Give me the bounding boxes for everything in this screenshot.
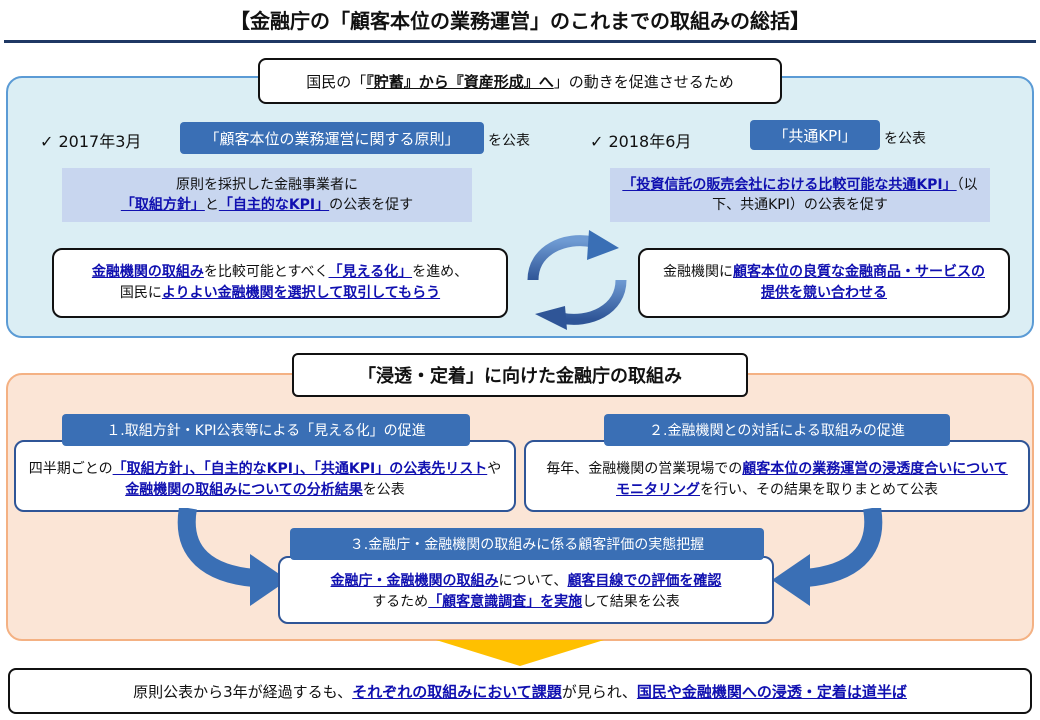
left-note-h2: 「自主的なKPI」: [218, 197, 330, 213]
cycle-left-h2: 「見える化」: [328, 264, 413, 280]
item3-h1: 金融庁・金融機関の取組み: [330, 573, 499, 589]
down-arrow-icon: [436, 640, 604, 666]
left-note-mid: と: [204, 197, 219, 213]
purpose-box: 国民の「『貯蓄』から『資産形成』へ」の動きを促進させるため: [258, 58, 782, 104]
conclusion-box: 原則公表から3年が経過するも、それぞれの取組みにおいて課題が見られ、国民や金融機…: [8, 668, 1032, 714]
right-note-h1: 「投資信託の販売会社における比較可能な共通KPI」: [622, 177, 957, 193]
item3-t2: するため: [372, 594, 429, 610]
cycle-left-t2: を進め、: [412, 264, 469, 280]
item3-label: ３.金融庁・金融機関の取組みに係る顧客評価の実態把握: [290, 528, 764, 560]
item2-label: ２.金融機関との対話による取組みの促進: [604, 414, 950, 446]
item1-t2: や: [487, 461, 502, 477]
section-title-box: 「浸透・定着」に向けた金融庁の取組み: [292, 353, 748, 397]
item1-box: 四半期ごとの「取組方針」、「自主的なKPI」、「共通KPI」の公表先リストや金融…: [14, 440, 516, 512]
purpose-post: 」の動きを促進させるため: [553, 72, 734, 91]
item2-box: 毎年、金融機関の営業現場での顧客本位の業務運営の浸透度合いについてモニタリングを…: [524, 440, 1030, 512]
conclusion-h2: 国民や金融機関への浸透・定着は道半ば: [636, 682, 907, 701]
right-note: 「投資信託の販売会社における比較可能な共通KPI」（以下、共通KPI）の公表を促…: [610, 168, 990, 222]
cycle-left-h3: よりよい金融機関を選択して取引してもらう: [161, 285, 441, 301]
item2-t1: 毎年、金融機関の営業現場での: [546, 461, 743, 477]
cycle-right-h1: 顧客本位の良質な金融商品・サービスの提供を競い合わせる: [733, 264, 985, 301]
cycle-arrows-icon: [527, 230, 627, 330]
left-note-post: の公表を促す: [329, 197, 414, 213]
item1-h2: 金融機関の取組みについての分析結果: [125, 482, 363, 498]
item1-h1: 「取組方針」、「自主的なKPI」、「共通KPI」の公表先リスト: [112, 461, 488, 477]
check-2018: ✓ 2018年6月: [590, 132, 692, 151]
left-note-h1: 「取組方針」: [120, 197, 205, 213]
cycle-left-t1: を比較可能とすべく: [203, 264, 329, 280]
item3-t3: して結果を公表: [582, 594, 680, 610]
right-curve-arrow-icon: [772, 508, 883, 606]
common-kpi-after: を公表: [884, 131, 926, 147]
common-kpi-pill: 「共通KPI」: [750, 120, 880, 150]
purpose-highlight: 『貯蓄』から『資産形成』へ: [366, 72, 554, 91]
item3-h3: 「顧客意識調査」を実施: [428, 594, 583, 610]
left-note-line1: 原則を採択した金融事業者に: [175, 177, 358, 193]
principles-after: を公表: [488, 133, 530, 149]
right-note-post: （以下、共通KPI）の公表を促す: [712, 177, 978, 213]
cycle-right-box: 金融機関に顧客本位の良質な金融商品・サービスの提供を競い合わせる: [638, 248, 1010, 318]
cycle-left-h1: 金融機関の取組み: [91, 264, 204, 280]
cycle-right-t1: 金融機関に: [663, 264, 733, 280]
item3-t1: について、: [498, 573, 568, 589]
item3-h2: 顧客目線での評価を確認: [567, 573, 722, 589]
item1-label: １.取組方針・KPI公表等による「見える化」の促進: [62, 414, 470, 446]
conclusion-h1: それぞれの取組みにおいて課題: [352, 682, 562, 701]
page-title: 【金融庁の「顧客本位の業務運営」のこれまでの取組みの総括】: [230, 8, 810, 33]
cycle-left-box: 金融機関の取組みを比較可能とすべく「見える化」を進め、 国民によりよい金融機関を…: [52, 248, 508, 318]
item2-t2: を行い、その結果を取りまとめて公表: [700, 482, 938, 498]
title-divider: [4, 40, 1036, 43]
item1-t3: を公表: [362, 482, 405, 498]
item2-h1: 顧客本位の業務運営の浸透度合いについてモニタリング: [616, 461, 1008, 498]
item1-t1: 四半期ごとの: [28, 461, 113, 477]
conclusion-t2: が見られ、: [561, 682, 637, 701]
left-note: 原則を採択した金融事業者に 「取組方針」と「自主的なKPI」の公表を促す: [62, 168, 472, 222]
cycle-left-t3: 国民に: [119, 285, 162, 301]
purpose-pre: 国民の「: [306, 72, 367, 91]
left-curve-arrow-icon: [177, 508, 288, 606]
check-2017: ✓ 2017年3月: [40, 132, 142, 151]
item3-box: 金融庁・金融機関の取組みについて、顧客目線での評価を確認 するため「顧客意識調査…: [278, 556, 774, 624]
conclusion-t1: 原則公表から3年が経過するも、: [133, 682, 353, 701]
principles-pill: 「顧客本位の業務運営に関する原則」: [180, 122, 484, 154]
